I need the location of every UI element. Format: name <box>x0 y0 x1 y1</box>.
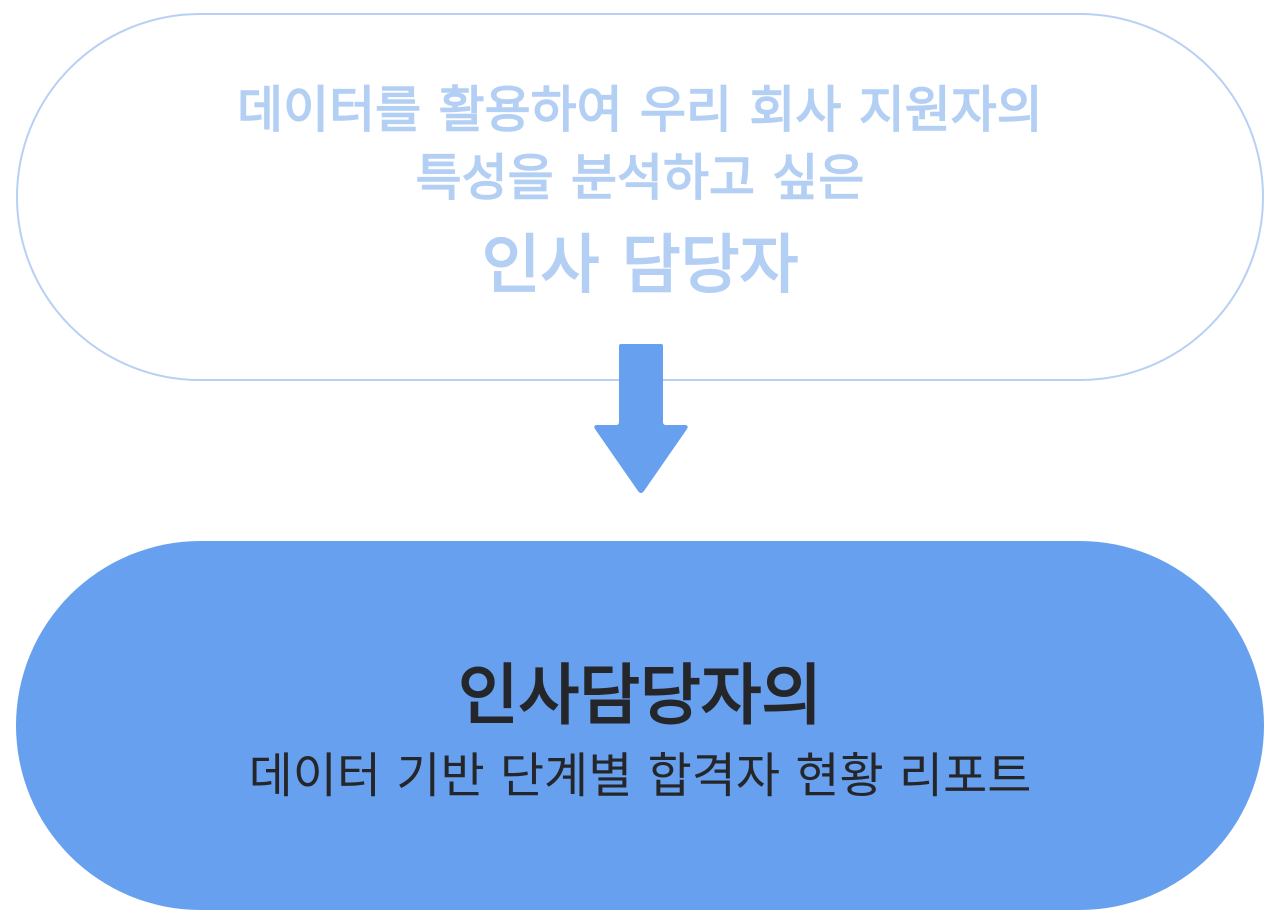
persona-box <box>16 13 1264 381</box>
result-subtitle: 데이터 기반 단계별 합격자 현황 리포트 <box>248 748 1032 804</box>
result-box <box>16 541 1264 910</box>
arrow-down-shape <box>594 344 688 493</box>
arrow-down-icon <box>594 344 688 493</box>
persona-description-line-1: 데이터를 활용하여 우리 회사 지원자의 <box>237 81 1043 139</box>
persona-title: 인사 담당자 <box>481 229 799 303</box>
persona-description-line-2: 특성을 분석하고 싶은 <box>415 149 865 207</box>
result-title: 인사담당자의 <box>457 657 823 734</box>
